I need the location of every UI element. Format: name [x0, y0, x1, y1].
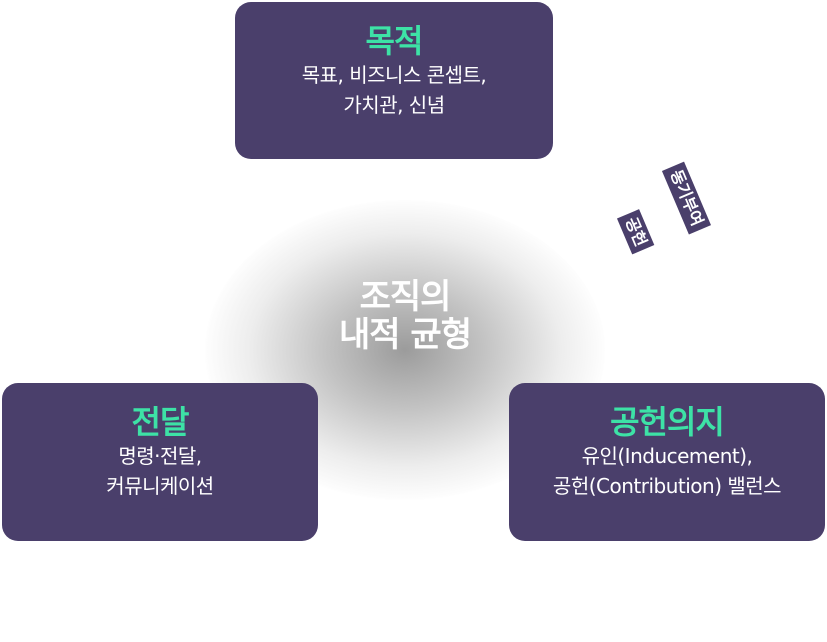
communication-title: 전달 — [131, 403, 190, 441]
center-label-line2: 내적 균형 — [339, 315, 472, 355]
purpose-node: 목적 목표, 비즈니스 콘셉트, 가치관, 신념 — [235, 2, 553, 159]
purpose-desc-line1: 목표, 비즈니스 콘셉트, — [301, 63, 487, 87]
center-label-line1: 조직의 — [359, 277, 452, 317]
purpose-desc-line2: 가치관, 신념 — [343, 93, 445, 117]
will-node: 공헌의지 유인(Inducement), 공헌(Contribution) 밸런… — [509, 383, 825, 541]
contribution-link-label: 공헌 — [616, 209, 655, 255]
communication-desc-line1: 명령·전달, — [118, 444, 202, 468]
motivation-link-label: 동기부여 — [661, 161, 711, 235]
communication-desc-line2: 커뮤니케이션 — [106, 474, 214, 498]
will-title: 공헌의지 — [610, 403, 725, 441]
center-label: 조직의 내적 균형 — [255, 278, 555, 354]
will-desc-line2: 공헌(Contribution) 밸런스 — [552, 474, 782, 498]
will-desc-line1: 유인(Inducement), — [581, 444, 753, 468]
communication-node: 전달 명령·전달, 커뮤니케이션 — [2, 383, 318, 541]
purpose-title: 목적 — [365, 22, 424, 60]
